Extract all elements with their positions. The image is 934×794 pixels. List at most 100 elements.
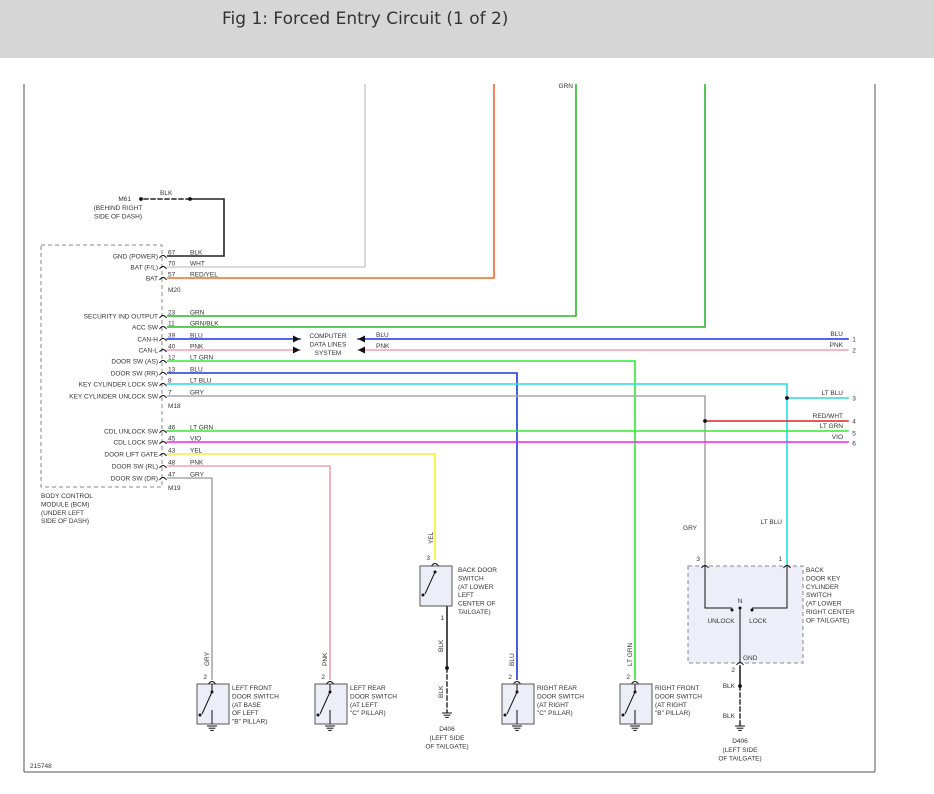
bcm-caption: SIDE OF DASH): [41, 518, 89, 525]
right-terminal-number: 6: [852, 441, 856, 448]
key-cylinder-label: SWITCH: [806, 592, 832, 599]
key-cyl-unlock-lead: [704, 566, 732, 609]
key-cyl-pin1: 1: [778, 556, 782, 563]
data-pnk-label: PNK: [376, 343, 390, 350]
m61-note: SIDE OF DASH): [94, 214, 142, 221]
bcm-pin-name: BAT (F/L): [130, 265, 158, 272]
right-rear-switch-contact: [506, 691, 518, 715]
right-rear-switch-label: "C" PILLAR): [537, 710, 573, 717]
d406-left-note: OF TAILGATE): [425, 743, 468, 750]
right-terminal-number: 3: [852, 396, 856, 403]
arrow-left: [358, 346, 365, 354]
bcm-pin-name: CAN-L: [138, 348, 158, 355]
bcm-pin-number: 47: [168, 472, 176, 479]
bcm-pin-mark: [159, 453, 167, 457]
junction-dot: [703, 419, 707, 423]
back-door-switch-label: LEFT: [458, 592, 474, 599]
bcm-pin-number: 43: [168, 448, 176, 455]
bcm-pin-number: 12: [168, 355, 176, 362]
left-front-switch-terminal: [198, 713, 202, 717]
key-cylinder-label: CYLINDER: [806, 584, 839, 591]
bcm-pin-number: 13: [168, 367, 176, 374]
bcm-pin-number: 40: [168, 344, 176, 351]
right-terminal-wire: BLU: [830, 331, 843, 338]
right-rear-switch-pin: 2: [508, 674, 512, 681]
bcm-pin-mark: [159, 326, 167, 330]
bcm-pin-mark: [159, 372, 167, 376]
key-cylinder-label: DOOR KEY: [806, 575, 841, 582]
left-front-switch-label: (AT BASE: [232, 702, 262, 709]
bcm-pin-name: CAN-H: [137, 337, 158, 344]
left-rear-switch-wire-label: PNK: [322, 652, 329, 666]
right-rear-switch-pin-mark: [513, 681, 521, 685]
left-front-switch-label: LEFT FRONT: [232, 685, 272, 692]
bcm-pin-name: KEY CYLINDER UNLOCK SW: [69, 394, 159, 401]
right-front-switch-label: "B" PILLAR): [655, 710, 690, 717]
bcm-wire-label: LT GRN: [190, 425, 214, 432]
wire-lt-grn-as: [167, 360, 636, 680]
back-door-pin-bot: 1: [440, 615, 444, 622]
bcm-connector-label: M19: [168, 485, 181, 492]
right-front-switch-ground-icon: [630, 725, 640, 731]
wire-pnk-rl: [167, 465, 331, 680]
key-cyl-pin-mark: [701, 565, 709, 569]
bcm-pin-name: DOOR SW (RL): [112, 464, 158, 471]
bcm-pin-name: DOOR SW (AS): [111, 359, 158, 366]
left-front-switch-pin-mark: [208, 681, 216, 685]
m61-id: M61: [118, 196, 131, 203]
right-terminal-wire: LT BLU: [822, 390, 844, 397]
data-blu-label: BLU: [376, 332, 389, 339]
left-front-switch-pivot: [210, 690, 214, 694]
d406-right-id: D406: [732, 738, 748, 745]
wire-grn-blk: [167, 84, 706, 328]
bcm-pin-name: SECURITY IND OUTPUT: [84, 314, 158, 321]
header-bar: Fig 1: Forced Entry Circuit (1 of 2): [0, 0, 934, 58]
left-front-switch-pin: 2: [203, 674, 207, 681]
m61-note: (BEHIND RIGHT: [94, 205, 143, 212]
bcm-pin-mark: [159, 277, 167, 281]
bcm-wire-label: BLU: [190, 333, 203, 340]
right-terminal-wire: PNK: [830, 342, 844, 349]
ground-m61-dot: [139, 197, 143, 201]
bcm-pin-name: GND (POWER): [113, 254, 158, 261]
left-rear-switch-ground-icon: [325, 725, 335, 731]
junction-dot: [785, 396, 789, 400]
bcm-pin-number: 48: [168, 460, 176, 467]
junction-dot: [445, 666, 449, 670]
d406-right-note: (LEFT SIDE: [723, 747, 759, 754]
key-cylinder-label: RIGHT CENTER: [806, 609, 855, 616]
back-door-pin-top: 3: [426, 555, 430, 562]
back-door-switch-terminal: [421, 593, 425, 597]
bcm-pin-number: 8: [168, 378, 172, 385]
data-lines-label: SYSTEM: [315, 350, 342, 357]
key-cyl-contact: [730, 608, 734, 612]
right-rear-switch-label: RIGHT REAR: [537, 685, 577, 692]
wire-grn: [167, 84, 577, 317]
page-title: Fig 1: Forced Entry Circuit (1 of 2): [222, 9, 509, 29]
key-cyl-pin2: 2: [731, 667, 735, 674]
back-door-switch-pivot: [433, 570, 437, 574]
d406-left-note: (LEFT SIDE: [430, 735, 466, 742]
bcm-wire-label: BLU: [190, 367, 203, 374]
bcm-pin-name: DOOR SW (RR): [111, 371, 158, 378]
bcm-pin-mark: [159, 383, 167, 387]
right-front-switch-pivot: [633, 690, 637, 694]
d406-right-note: OF TAILGATE): [718, 755, 761, 762]
bcm-pin-number: 46: [168, 425, 176, 432]
right-rear-switch-box: [501, 683, 535, 725]
back-door-switch-label: TAILGATE): [458, 609, 491, 616]
wire-lt-blu: [167, 383, 788, 565]
back-door-switch-label: CENTER OF: [458, 601, 496, 608]
bcm-pin-name: ACC SW: [132, 325, 159, 332]
arrow-right: [293, 335, 300, 343]
bcm-pin-number: 23: [168, 310, 176, 317]
bcm-pin-mark: [159, 360, 167, 364]
bcm-wire-label: YEL: [190, 448, 203, 455]
key-cyl-gnd-pin-mark: [736, 662, 744, 666]
bcm-wire-label: GRN: [190, 310, 205, 317]
wire-gry-unlock: [167, 395, 706, 565]
right-terminal-number: 2: [852, 348, 856, 355]
right-terminal-number: 5: [852, 431, 856, 438]
back-door-switch-label: (AT LOWER: [458, 584, 494, 591]
bcm-pin-mark: [159, 430, 167, 434]
